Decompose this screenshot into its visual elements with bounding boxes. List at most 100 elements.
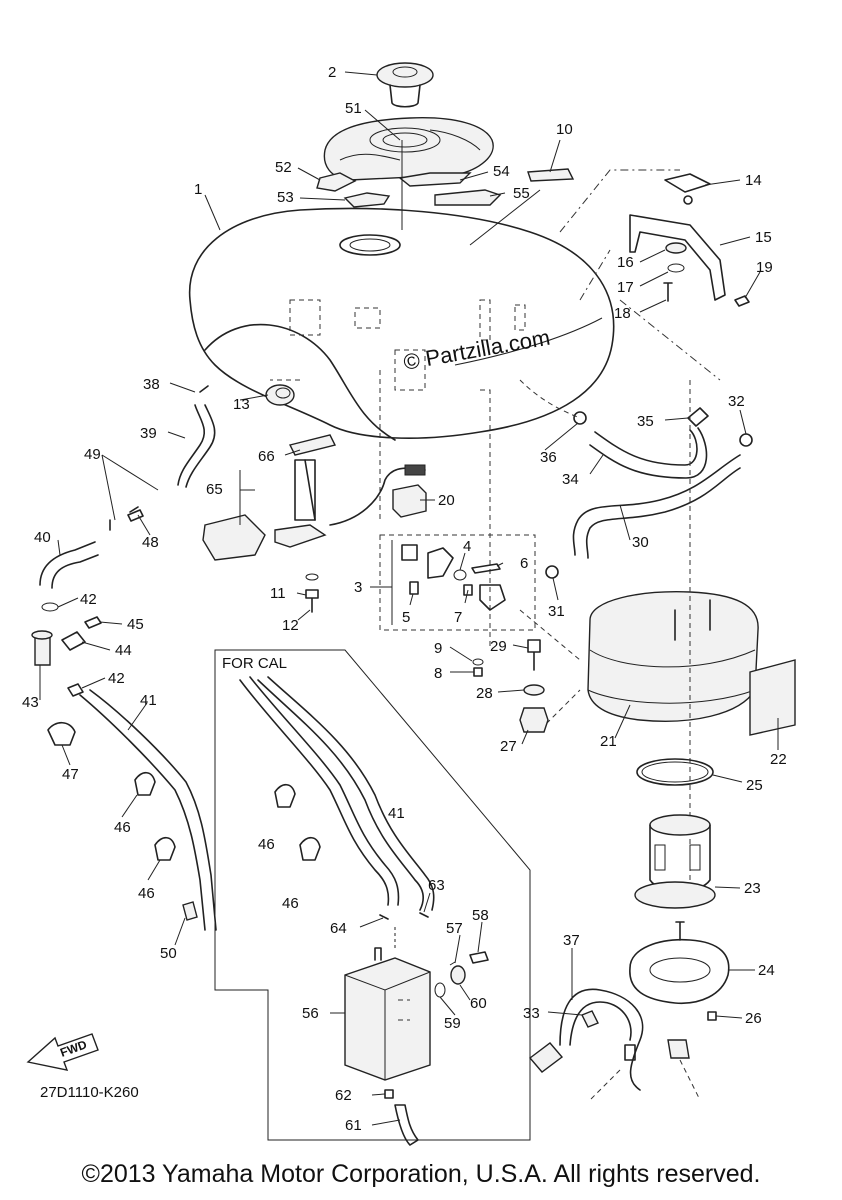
callout-35: 35 <box>637 413 654 430</box>
washer-11 <box>305 573 319 581</box>
callout-61: 61 <box>345 1117 362 1134</box>
screw-26 <box>707 1011 717 1021</box>
fuel-pump <box>634 814 716 909</box>
hose-61 <box>394 1104 419 1146</box>
callout-40: 40 <box>34 529 51 546</box>
bolt-12 <box>305 589 319 613</box>
callout-48: 48 <box>142 534 159 551</box>
breather-hose-outer <box>185 404 216 488</box>
collar-57 <box>449 961 456 966</box>
callout-6: 6 <box>520 555 528 572</box>
callout-27: 27 <box>500 738 517 755</box>
clip-62 <box>384 1089 394 1099</box>
callout-49: 49 <box>84 446 101 463</box>
callout-47: 47 <box>62 766 79 783</box>
callout-51: 51 <box>345 100 362 117</box>
fitting-48 <box>127 509 144 522</box>
callout-4: 4 <box>463 538 471 555</box>
fuel-tank <box>188 207 615 650</box>
callout-15: 15 <box>755 229 772 246</box>
callout-7: 7 <box>454 609 462 626</box>
callout-60: 60 <box>470 995 487 1012</box>
fuel-cap <box>376 62 434 108</box>
callout-38: 38 <box>143 376 160 393</box>
callout-1: 1 <box>194 181 202 198</box>
callout-59: 59 <box>444 1015 461 1032</box>
o-ring-25 <box>636 758 714 786</box>
label-10 <box>527 168 575 182</box>
sticker-55 <box>434 189 502 206</box>
washer-59 <box>434 982 446 998</box>
cal-hoses <box>239 676 435 911</box>
callout-42a: 42 <box>80 591 97 608</box>
callout-12: 12 <box>282 617 299 634</box>
clamp-46-a <box>134 771 156 796</box>
callout-41b: 41 <box>388 805 405 822</box>
washer-9 <box>472 658 484 666</box>
callout-28: 28 <box>476 685 493 702</box>
breather-hose <box>177 385 209 486</box>
callout-14: 14 <box>745 172 762 189</box>
bolt-58 <box>469 951 489 964</box>
callout-33: 33 <box>523 1005 540 1022</box>
callout-9: 9 <box>434 640 442 657</box>
callout-62: 62 <box>335 1087 352 1104</box>
left-side-hoses <box>31 541 102 746</box>
callout-41a: 41 <box>140 692 157 709</box>
copyright-footer: ©2013 Yamaha Motor Corporation, U.S.A. A… <box>81 1160 761 1188</box>
grommet-60 <box>450 965 466 985</box>
callout-20: 20 <box>438 492 455 509</box>
sticker-54 <box>398 172 472 187</box>
callout-2: 2 <box>328 64 336 81</box>
callout-53: 53 <box>277 189 294 206</box>
tank-cover <box>323 117 494 181</box>
reference-line-36 <box>519 379 581 419</box>
section-title: FOR CAL <box>222 655 287 672</box>
group-box-3 <box>379 534 536 631</box>
callout-23: 23 <box>744 880 761 897</box>
callout-labels: 1 2 3 4 5 6 7 8 9 10 11 12 13 14 15 16 1… <box>22 64 787 1134</box>
callout-32: 32 <box>728 393 745 410</box>
callout-57: 57 <box>446 920 463 937</box>
charcoal-canister <box>344 947 431 1081</box>
fuel-hoses <box>545 407 753 579</box>
callout-46a: 46 <box>114 819 131 836</box>
callout-5: 5 <box>402 609 410 626</box>
callout-22: 22 <box>770 751 787 768</box>
bolt-29 <box>527 639 541 671</box>
clip-50 <box>182 901 198 921</box>
hose-41-left <box>79 694 206 931</box>
callout-29: 29 <box>490 638 507 655</box>
callout-55: 55 <box>513 185 530 202</box>
callout-63: 63 <box>428 877 445 894</box>
pad-22 <box>749 659 796 736</box>
sticker-52 <box>316 172 357 192</box>
callout-16: 16 <box>617 254 634 271</box>
callout-46c: 46 <box>258 836 275 853</box>
fuel-delivery-hose <box>528 988 701 1101</box>
callout-54: 54 <box>493 163 510 180</box>
callout-8: 8 <box>434 665 442 682</box>
rear-bracket <box>629 173 750 307</box>
fuel-cock-assy <box>401 544 506 611</box>
callout-37: 37 <box>563 932 580 949</box>
damper-27 <box>519 707 549 733</box>
pump-plate <box>629 921 730 1005</box>
callout-34: 34 <box>562 471 579 488</box>
callout-11: 11 <box>270 585 286 602</box>
callout-13: 13 <box>233 396 250 413</box>
leader-lines <box>39 71 779 1126</box>
callout-46b: 46 <box>138 885 155 902</box>
reference-lines <box>559 169 721 381</box>
bolt-8 <box>473 667 483 677</box>
callout-21: 21 <box>600 733 617 750</box>
damper <box>265 384 295 406</box>
collar-28 <box>523 684 545 696</box>
callout-17: 17 <box>617 279 634 296</box>
fwd-arrow-icon: FWD <box>26 1033 99 1071</box>
callout-26: 26 <box>745 1010 762 1027</box>
callout-50: 50 <box>160 945 177 962</box>
callout-66: 66 <box>258 448 275 465</box>
callout-43: 43 <box>22 694 39 711</box>
